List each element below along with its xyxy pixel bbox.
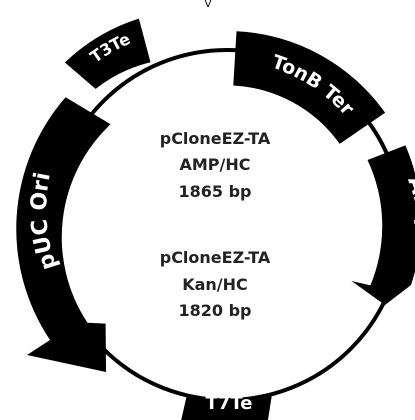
top-marker: V <box>205 0 212 10</box>
tonb-ter-feature <box>233 31 386 144</box>
vector2-size: 1820 bp <box>178 301 251 320</box>
vector1-name: pCloneEZ-TA <box>160 129 271 148</box>
t7te-label: T7Te <box>206 393 253 414</box>
t3te-feature <box>64 18 151 89</box>
vector1-size: 1865 bp <box>178 182 251 201</box>
vector1-variant: AMP/HC <box>179 155 250 174</box>
ampr-kanr-feature <box>351 145 415 305</box>
t7te-feature <box>181 396 272 420</box>
puc-ori-feature <box>16 97 111 373</box>
vector2-name: pCloneEZ-TA <box>160 248 271 267</box>
vector2-variant: Kan/HC <box>182 275 248 294</box>
